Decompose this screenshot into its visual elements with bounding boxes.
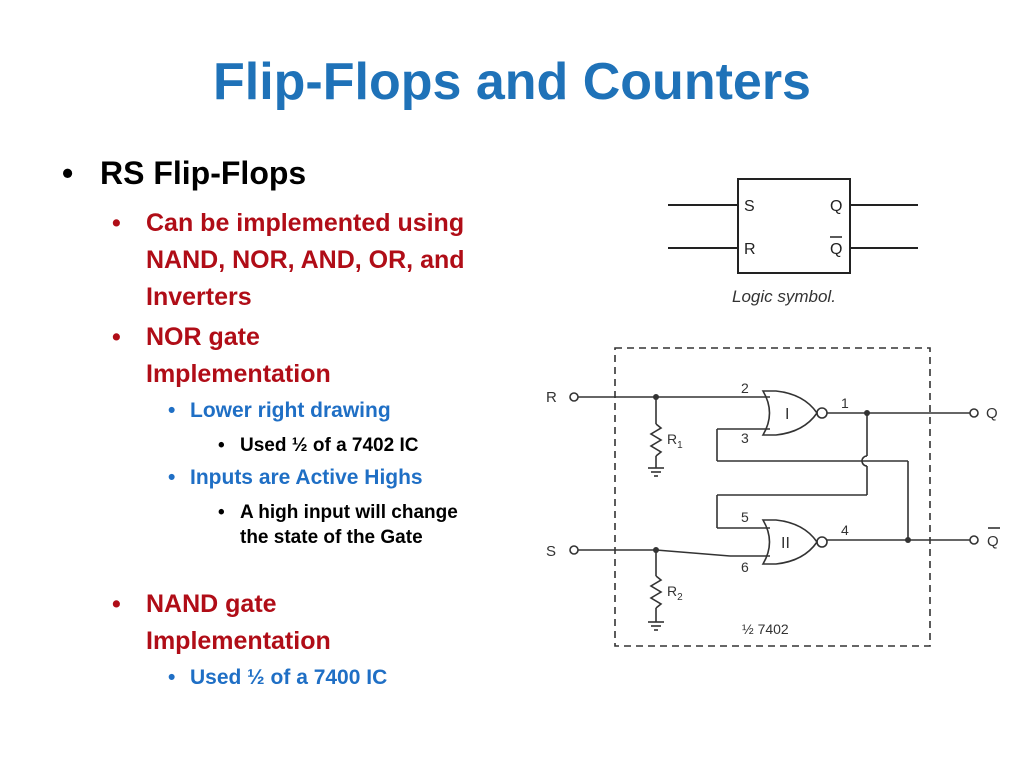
bullet-nor-gate: • NOR gate Implementation <box>112 319 492 393</box>
bullet-nor-label: NOR gate Implementation <box>146 323 331 388</box>
bullet-nand-gate: • NAND gate Implementation <box>112 586 492 660</box>
qbar-output-terminal <box>969 535 979 545</box>
nor-schematic-diagram: R S Q Q 2 3 1 5 6 4 I II R1 R2 ½ 7402 <box>546 347 1000 647</box>
q-junction-dot <box>864 410 870 416</box>
bullet-dot: • <box>168 466 176 489</box>
gate-1-label: I <box>785 406 789 423</box>
pin-1-label: 1 <box>841 395 849 411</box>
logic-symbol-caption: Logic symbol. <box>732 287 836 306</box>
r2-resistor <box>649 575 663 609</box>
nor-gate-1 <box>761 390 818 436</box>
logic-symbol-diagram: S R Q Q Logic symbol. <box>668 178 918 306</box>
nor-gate-2 <box>761 519 818 565</box>
bullet-used-7400: • Used ½ of a 7400 IC <box>168 663 488 693</box>
r-input-terminal <box>569 392 579 402</box>
q-output-terminal <box>969 408 979 418</box>
bullet-dot: • <box>218 502 225 523</box>
bullet-used-7402: • Used ½ of a 7402 IC <box>218 433 458 458</box>
bullet-rs-label: RS Flip-Flops <box>100 155 307 191</box>
bullet-rs-flip-flops: • RS Flip-Flops <box>62 152 306 194</box>
resistor-1-label: R1 <box>667 431 683 451</box>
qbar-junction-dot <box>905 537 911 543</box>
flip-flop-box <box>737 178 851 274</box>
pin-4-label: 4 <box>841 522 849 538</box>
pin-s-label: S <box>744 198 755 215</box>
r-junction-dot <box>653 394 659 400</box>
bullet-nand-label: NAND gate Implementation <box>146 590 331 655</box>
gate-2-bubble <box>816 536 828 548</box>
bullet-dot: • <box>168 399 176 422</box>
bullet-impl-label: Can be implemented using NAND, NOR, AND,… <box>146 209 465 311</box>
bullet-active-highs-label: Inputs are Active Highs <box>190 466 423 489</box>
s-input-wire-2 <box>655 549 731 557</box>
resistor-2-label: R2 <box>667 583 683 603</box>
gate-2-label: II <box>781 535 790 552</box>
bullet-dot: • <box>62 155 74 191</box>
bullet-high-input-label: A high input will change the state of th… <box>240 502 458 548</box>
input-s-label: S <box>546 543 556 560</box>
pin-2-label: 2 <box>741 380 749 396</box>
output-q-label: Q <box>986 405 998 422</box>
bullet-dot: • <box>112 590 121 618</box>
s-input-terminal <box>569 545 579 555</box>
pin-3-label: 3 <box>741 430 749 446</box>
bullet-high-input: • A high input will change the state of … <box>218 500 458 550</box>
pin-q-label: Q <box>830 198 842 215</box>
slide-title: Flip-Flops and Counters <box>213 53 811 111</box>
pin-5-label: 5 <box>741 509 749 525</box>
input-r-label: R <box>546 389 557 406</box>
gate-1-bubble <box>816 407 828 419</box>
chip-label: ½ 7402 <box>742 621 789 637</box>
bullet-dot: • <box>112 209 121 237</box>
bullet-dot: • <box>112 323 121 351</box>
bullet-used-7402-label: Used ½ of a 7402 IC <box>240 435 419 456</box>
pin-6-label: 6 <box>741 559 749 575</box>
bullet-dot: • <box>218 435 225 456</box>
bullet-lower-right-drawing: • Lower right drawing <box>168 396 488 426</box>
bullet-lower-right-label: Lower right drawing <box>190 399 391 422</box>
output-qbar-label: Q <box>987 533 999 550</box>
chip-outline <box>614 347 931 647</box>
bullet-active-highs: • Inputs are Active Highs <box>168 463 488 493</box>
pin-r-label: R <box>744 241 756 258</box>
s-junction-dot <box>653 547 659 553</box>
pin-qbar-label: Q <box>830 241 842 258</box>
bullet-dot: • <box>168 666 176 689</box>
bullet-can-be-implemented: • Can be implemented using NAND, NOR, AN… <box>112 205 492 316</box>
r1-resistor <box>649 423 663 457</box>
bullet-used-7400-label: Used ½ of a 7400 IC <box>190 666 388 689</box>
